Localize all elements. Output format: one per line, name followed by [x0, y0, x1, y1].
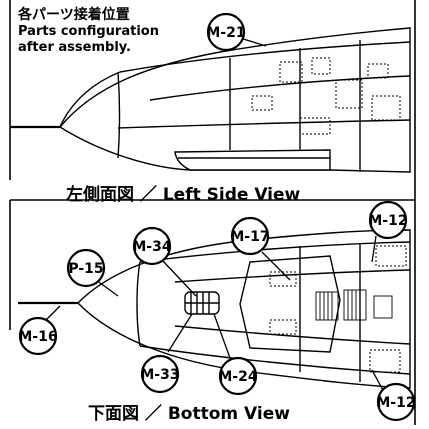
bottom-view-panels	[269, 245, 407, 373]
callout-m33: M-33	[140, 354, 180, 394]
callout-m16: M-16	[18, 316, 58, 356]
callout-m17: M-17	[230, 216, 270, 256]
callout-m21: M-21	[206, 12, 246, 52]
bottom-view-fuselage	[18, 229, 411, 389]
caption-english-line2: after assembly.	[18, 40, 131, 55]
left-side-access-panels	[251, 57, 401, 135]
leader-m12-top	[371, 235, 377, 263]
callout-m24: M-24	[218, 356, 258, 396]
leader-p15	[95, 279, 119, 297]
callout-p15-label: P-15	[68, 261, 103, 277]
callout-p15: P-15	[66, 248, 106, 288]
leader-m24	[213, 313, 231, 359]
caption-english-line1: Parts configuration	[18, 24, 159, 39]
caption-japanese: 各パーツ接着位置	[18, 7, 130, 23]
callout-m34-label: M-34	[132, 239, 171, 255]
bottom-view-title: 下面図 ／ Bottom View	[88, 404, 290, 424]
left-side-view-title: 左側面図 ／ Left Side View	[66, 185, 301, 205]
callouts: M-21 M-12 M-17 M-34 P-15 M-16	[18, 12, 416, 422]
bottom-view-vents	[315, 289, 393, 321]
leader-m34	[161, 259, 197, 297]
callout-m12-bottom-label: M-12	[376, 395, 415, 411]
callout-m12-bottom: M-12	[376, 382, 416, 422]
leader-m33	[167, 313, 193, 353]
callout-m21-label: M-21	[206, 25, 245, 41]
callout-m33-label: M-33	[140, 367, 179, 383]
caption-english: Parts configuration after assembly.	[18, 24, 159, 56]
leader-m21	[239, 37, 267, 47]
leader-m17	[261, 251, 291, 281]
callout-m16-label: M-16	[18, 329, 57, 345]
callout-m24-label: M-24	[218, 369, 257, 385]
leader-lines	[45, 37, 385, 393]
callout-m12-top: M-12	[368, 200, 408, 240]
callout-m34: M-34	[132, 226, 172, 266]
callout-m12-top-label: M-12	[368, 213, 407, 229]
callout-m17-label: M-17	[230, 229, 269, 245]
leader-m16	[45, 305, 61, 321]
left-side-view-fuselage	[10, 27, 411, 173]
leader-m12-bottom	[371, 369, 385, 393]
